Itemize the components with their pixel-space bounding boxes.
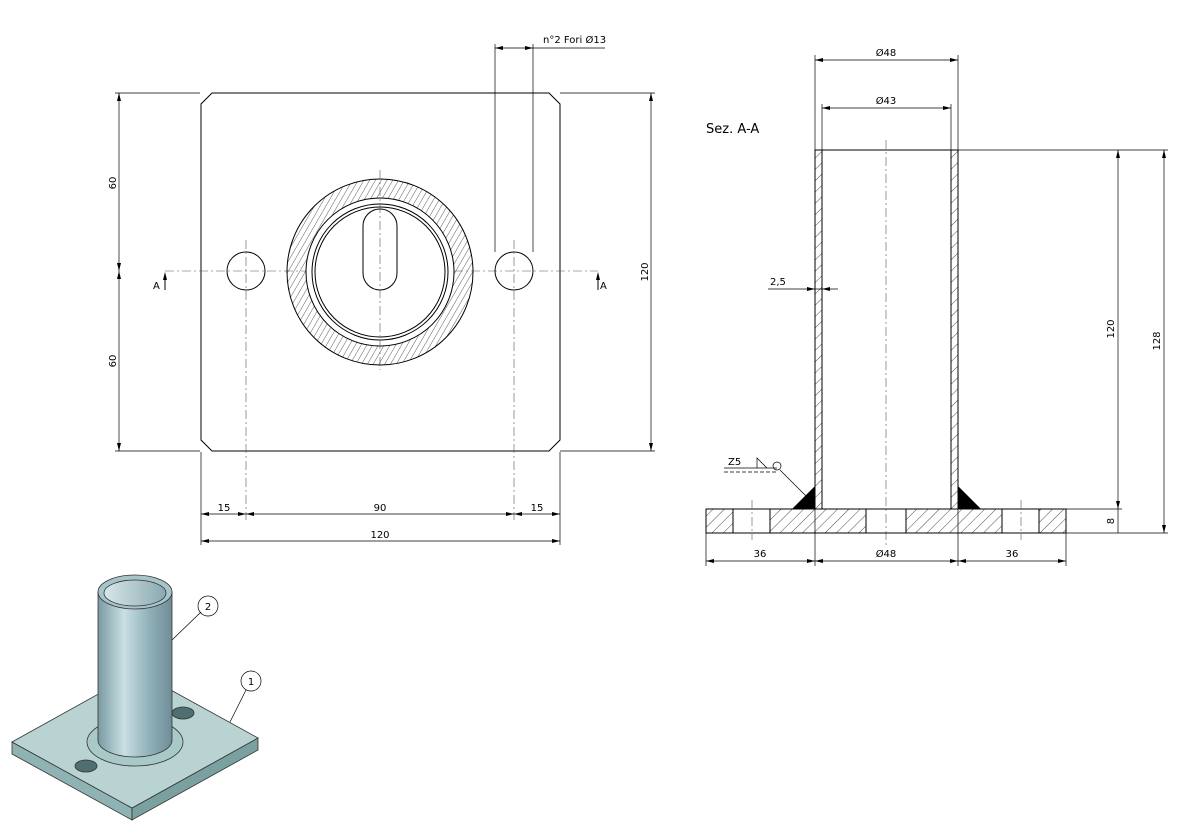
weld-right xyxy=(958,486,981,509)
iso-tube-bore xyxy=(103,579,167,607)
dim-left: 36 xyxy=(754,549,767,560)
iso-view: 2 1 xyxy=(11,574,262,821)
dim-hole-spacing: 90 xyxy=(374,503,387,514)
dim-total-height: 128 xyxy=(1152,331,1163,350)
dim-wall: 2,5 xyxy=(770,277,786,288)
weld-symbol: Z5 xyxy=(728,457,741,468)
slot xyxy=(362,208,398,291)
front-view: n°2 Fori Ø13 60 60 120 A A xyxy=(108,34,655,545)
dim-right: 36 xyxy=(1006,549,1019,560)
dim-outer-diameter: Ø48 xyxy=(876,47,897,59)
iso-hole-front xyxy=(74,759,98,773)
dim-plate-thickness: 8 xyxy=(1106,518,1117,524)
tube-wall-left xyxy=(814,149,823,510)
tube-wall-right xyxy=(950,149,959,510)
plate-outline xyxy=(200,92,561,452)
dim-left-margin: 15 xyxy=(218,503,231,514)
section-title: Sez. A-A xyxy=(706,122,759,137)
dim-inner-diameter: Ø43 xyxy=(876,95,897,107)
weld-left xyxy=(792,486,815,509)
dim-center: Ø48 xyxy=(876,548,897,560)
holes-label: n°2 Fori Ø13 xyxy=(543,34,606,46)
balloon-2: 2 xyxy=(205,602,211,613)
dim-tube-height: 120 xyxy=(1106,319,1117,338)
dim-bottom-half: 60 xyxy=(108,355,119,368)
dim-right-margin: 15 xyxy=(531,503,544,514)
dim-top-half: 60 xyxy=(108,177,119,190)
iso-hole-back xyxy=(171,706,195,720)
dim-height: 120 xyxy=(640,262,651,281)
section-mark-right: A xyxy=(600,281,607,292)
balloon-1: 1 xyxy=(248,677,254,688)
section-view: Sez. A-A Z5 Ø48 xyxy=(705,47,1168,566)
dim-width: 120 xyxy=(370,530,389,541)
iso-tube-body xyxy=(97,591,173,758)
section-mark-left: A xyxy=(153,281,160,292)
